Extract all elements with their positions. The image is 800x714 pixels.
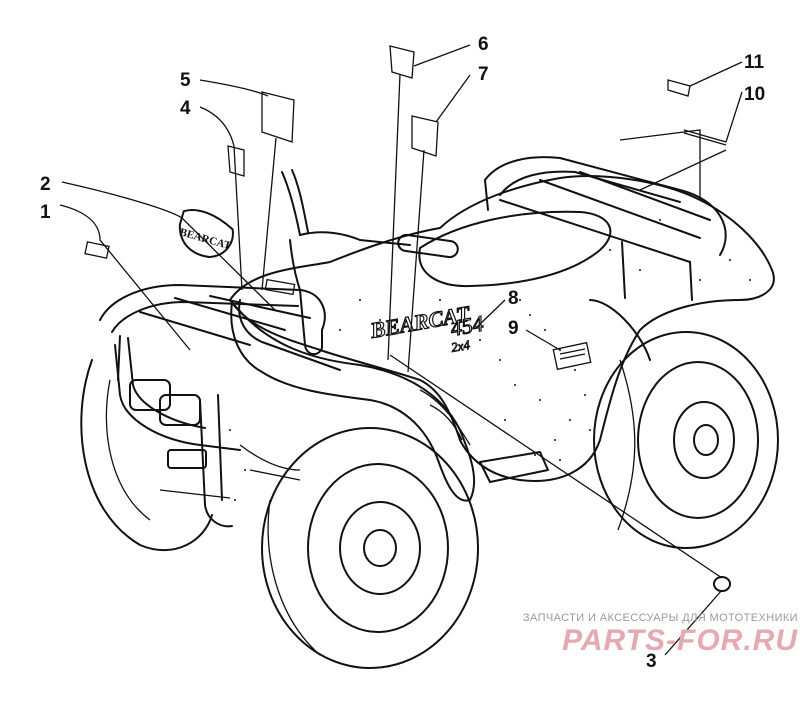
handlebar	[281, 169, 459, 291]
front-fender	[230, 301, 476, 502]
callout-6: 6	[478, 34, 489, 55]
seat	[418, 210, 612, 288]
front-rack	[99, 284, 341, 381]
callout-2: 2	[40, 174, 51, 195]
callout-11: 11	[744, 52, 765, 73]
part-10-decal	[683, 129, 727, 146]
callout-4: 4	[180, 98, 191, 119]
callout-9: 9	[508, 318, 519, 339]
rear-wheel	[593, 331, 779, 549]
leader-6	[387, 44, 471, 361]
rear-far-wheel	[589, 299, 651, 361]
callout-5: 5	[180, 70, 191, 91]
body-stipple	[229, 219, 751, 501]
hood-decal	[264, 278, 296, 296]
callout-numbers: 1 2 3 4 5 6 7 8 9 10 11	[40, 34, 765, 672]
leader-10	[619, 91, 743, 200]
leader-5	[199, 79, 277, 291]
engine-detail	[159, 389, 471, 499]
part-5-decal	[261, 91, 295, 143]
side-decal-drive: 2x4	[450, 337, 472, 355]
callout-1: 1	[40, 202, 51, 223]
leader-11	[689, 61, 743, 87]
atv-illustration: BEARCAT 454 2x4	[80, 156, 779, 669]
leader-1	[59, 204, 191, 351]
watermark-logo: PARTS-FOR.RU	[562, 624, 798, 657]
side-decal: BEARCAT 454 2x4	[367, 300, 486, 355]
part-1-decal	[84, 241, 110, 259]
callout-8: 8	[508, 288, 519, 309]
part-2-decal-text: BEARCAT	[178, 226, 233, 252]
body-outline	[229, 175, 775, 482]
footrest	[479, 451, 549, 483]
part-7-decal	[411, 115, 439, 157]
callout-10: 10	[744, 84, 765, 105]
front-far-wheel	[80, 359, 213, 552]
callout-7: 7	[478, 64, 489, 85]
part-3-decal	[713, 576, 731, 592]
fender-warning-label	[552, 341, 592, 371]
leader-8	[475, 299, 506, 329]
watermark-caption: ЗАПЧАСТИ И АКСЕССУАРЫ ДЛЯ МОТОТЕХНИКИ	[522, 612, 798, 624]
leader-2	[61, 181, 276, 311]
part-2-decal: BEARCAT	[178, 209, 234, 258]
part-11-decal	[667, 79, 691, 97]
leader-3	[389, 354, 723, 656]
callout-3: 3	[646, 651, 657, 672]
part-4-decal	[227, 145, 245, 177]
leader-4	[199, 106, 243, 291]
front-bumper	[114, 337, 241, 528]
leader-9	[525, 329, 561, 351]
part-6-decal	[389, 45, 415, 79]
watermark: ЗАПЧАСТИ И АКСЕССУАРЫ ДЛЯ МОТОТЕХНИКИ PA…	[478, 612, 798, 656]
front-wheel	[261, 427, 479, 669]
leader-lines	[59, 44, 743, 656]
rear-rack	[484, 156, 727, 301]
leader-7	[407, 74, 471, 373]
